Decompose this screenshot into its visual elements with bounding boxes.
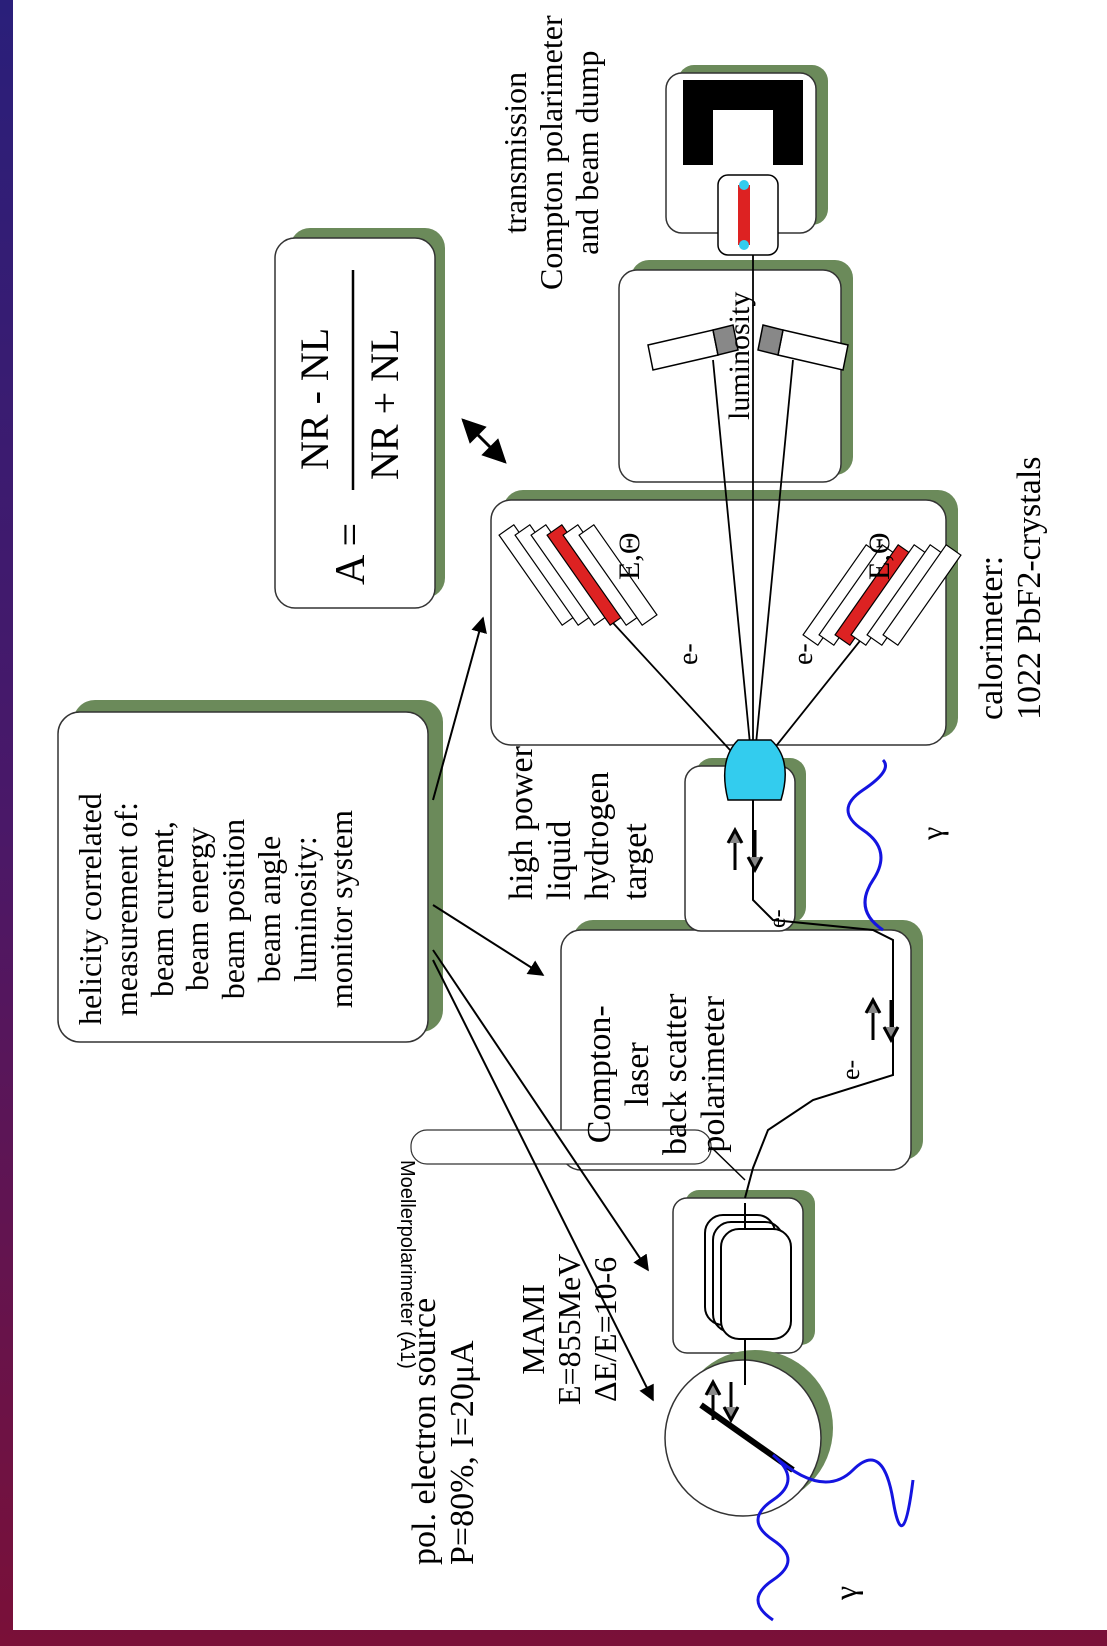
monitor-box	[57, 700, 443, 1043]
moeller-label: Moellerpolarimeter (A1)	[396, 1160, 418, 1369]
formula-lhs: A =	[328, 522, 374, 585]
gamma-source-label: γ	[827, 1585, 863, 1600]
compton-spin-arrows-icon	[864, 996, 900, 1044]
formula-denominator: NR + NL	[362, 328, 407, 480]
experiment-schematic	[57, 65, 962, 1622]
formula-box	[274, 228, 445, 609]
transmission-label: transmission Compton polarimeter and bea…	[497, 15, 605, 290]
compton-label: Compton- laser back scatter polarimeter	[581, 993, 733, 1155]
e-theta-upper-label: E,Θ	[613, 532, 646, 581]
monitor-arrows	[432, 616, 654, 1402]
target-spin-arrows-icon	[726, 826, 764, 874]
formula-link-arrow	[461, 418, 507, 464]
photon-wave-compton-icon	[846, 758, 887, 932]
e-theta-lower-label: E,Θ	[863, 532, 896, 581]
formula-numerator: NR - NL	[292, 327, 337, 470]
luminosity-detectors-icon	[647, 324, 849, 371]
target-cell	[723, 739, 786, 801]
beam-dump-icon	[683, 80, 803, 256]
source-circle	[664, 1350, 833, 1517]
electron-label-target: e-	[765, 909, 791, 928]
target-label: high power liquid hydrogen target	[503, 746, 655, 900]
calorimeter-label: calorimeter: 1022 PbF2-crystals	[973, 456, 1049, 721]
luminosity-label: luminosity	[723, 291, 756, 420]
diagram-canvas: pol. electron source P=80%, I=20μA γ MAM…	[13, 0, 1107, 1630]
electron-label-compton: e-	[836, 1059, 865, 1080]
mami-label: MAMI E=855MeV ΔE/E=10-6	[515, 1253, 623, 1405]
mami-racetrack-icon	[704, 1214, 792, 1340]
calorimeter-crystals-upper	[498, 523, 658, 627]
electron-label-upper: e-	[673, 643, 704, 665]
spin-arrows-icon	[704, 1378, 740, 1424]
electron-label-lower: e-	[788, 643, 819, 665]
compton-box	[560, 920, 923, 1171]
gamma-compton-label: γ	[916, 826, 949, 840]
photon-wave-source-icon	[756, 1453, 915, 1622]
calorimeter-crystals-lower	[802, 543, 962, 647]
monitor-label: helicity correlated measurement of: beam…	[72, 793, 359, 1025]
